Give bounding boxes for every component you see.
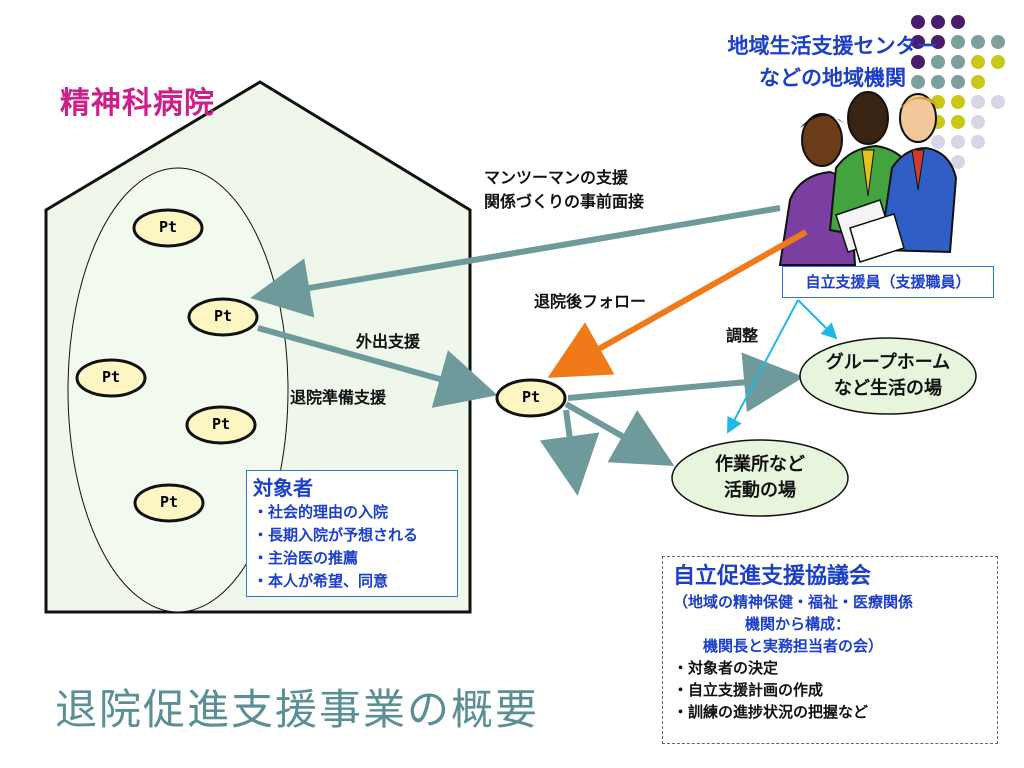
council-sub-line1: （地域の精神保健・福祉・医療関係 <box>673 593 914 611</box>
pt-label-2: Pt <box>213 307 233 325</box>
pt-label-3: Pt <box>101 368 121 386</box>
preinterview-label-line2: 関係づくりの事前面接 <box>484 192 645 211</box>
arrow-to-workplace <box>564 401 675 466</box>
agency-title-line1: 地域生活支援センター <box>727 34 938 58</box>
pt-label-4: Pt <box>211 415 231 433</box>
staff-box: 自立支援員（支援職員） <box>782 266 994 298</box>
pt-oval-discharged <box>495 378 567 418</box>
target-heading: 対象者 <box>253 476 313 500</box>
council-heading: 自立促進支援協議会 <box>673 564 872 589</box>
outing-label: 外出支援 <box>356 332 421 351</box>
arrow-preinterview <box>250 205 781 318</box>
target-item: ・本人が希望、同意 <box>253 572 389 590</box>
council-sub-line2: 機関から構成： <box>745 615 851 633</box>
preinterview-label: マンツーマンの支援 関係づくりの事前面接 <box>484 166 644 214</box>
main-title: 退院促進支援事業の概要 <box>55 685 540 734</box>
pt-label-discharged: Pt <box>521 388 541 406</box>
hospital-title: 精神科病院 <box>60 86 215 121</box>
pt-label-1: Pt <box>158 218 178 236</box>
arrow-down <box>539 409 600 496</box>
workplace-oval <box>671 439 849 517</box>
council-item: ・自立支援計画の作成 <box>673 681 824 699</box>
target-item: ・主治医の推薦 <box>253 549 359 567</box>
arrow-outing <box>257 325 498 408</box>
followup-label: 退院後フォロー <box>534 292 647 311</box>
arrow-followup <box>547 229 808 378</box>
grouphome-line1: グループホーム <box>825 352 951 373</box>
target-item: ・長期入院が予想される <box>253 526 419 544</box>
council-box: 自立促進支援協議会 （地域の精神保健・福祉・医療関係 機関から構成： 機関長と実… <box>662 556 998 744</box>
workplace-text: 作業所など 活動の場 <box>672 452 848 504</box>
pt-oval-1 <box>132 208 204 248</box>
target-item: ・社会的理由の入院 <box>253 503 389 521</box>
preinterview-label-line1: マンツーマンの支援 <box>484 168 629 187</box>
council-sub-line3: 機関長と実務担当者の会） <box>703 637 884 655</box>
target-criteria-box: 対象者 ・社会的理由の入院 ・長期入院が予想される ・主治医の推薦 ・本人が希望… <box>246 470 458 597</box>
workplace-line2: 活動の場 <box>724 480 796 501</box>
pt-label-5: Pt <box>159 493 179 511</box>
workplace-line1: 作業所など <box>715 454 805 475</box>
grouphome-text: グループホーム など生活の場 <box>800 350 976 402</box>
arrow-coord-workplace <box>727 299 799 434</box>
coordination-label: 調整 <box>726 326 759 345</box>
decorative-dots-icon <box>911 15 1005 169</box>
arrow-to-grouphome <box>567 352 804 413</box>
agency-title: 地域生活支援センター などの地域機関 <box>690 30 975 94</box>
agency-title-line2: などの地域機関 <box>759 66 906 90</box>
council-item: ・対象者の決定 <box>673 659 779 677</box>
ward-oval <box>67 167 289 613</box>
people-group-icon <box>778 91 958 266</box>
grouphome-oval <box>799 337 977 415</box>
pt-oval-5 <box>133 483 205 523</box>
council-item: ・訓練の進捗状況の把握など <box>673 703 869 721</box>
pt-oval-3 <box>75 358 147 398</box>
pt-oval-4 <box>185 405 257 445</box>
arrow-coord-grouphome <box>797 299 838 340</box>
grouphome-line2: など生活の場 <box>834 378 942 399</box>
pt-oval-2 <box>187 297 259 337</box>
discharge-prep-label: 退院準備支援 <box>290 388 387 407</box>
